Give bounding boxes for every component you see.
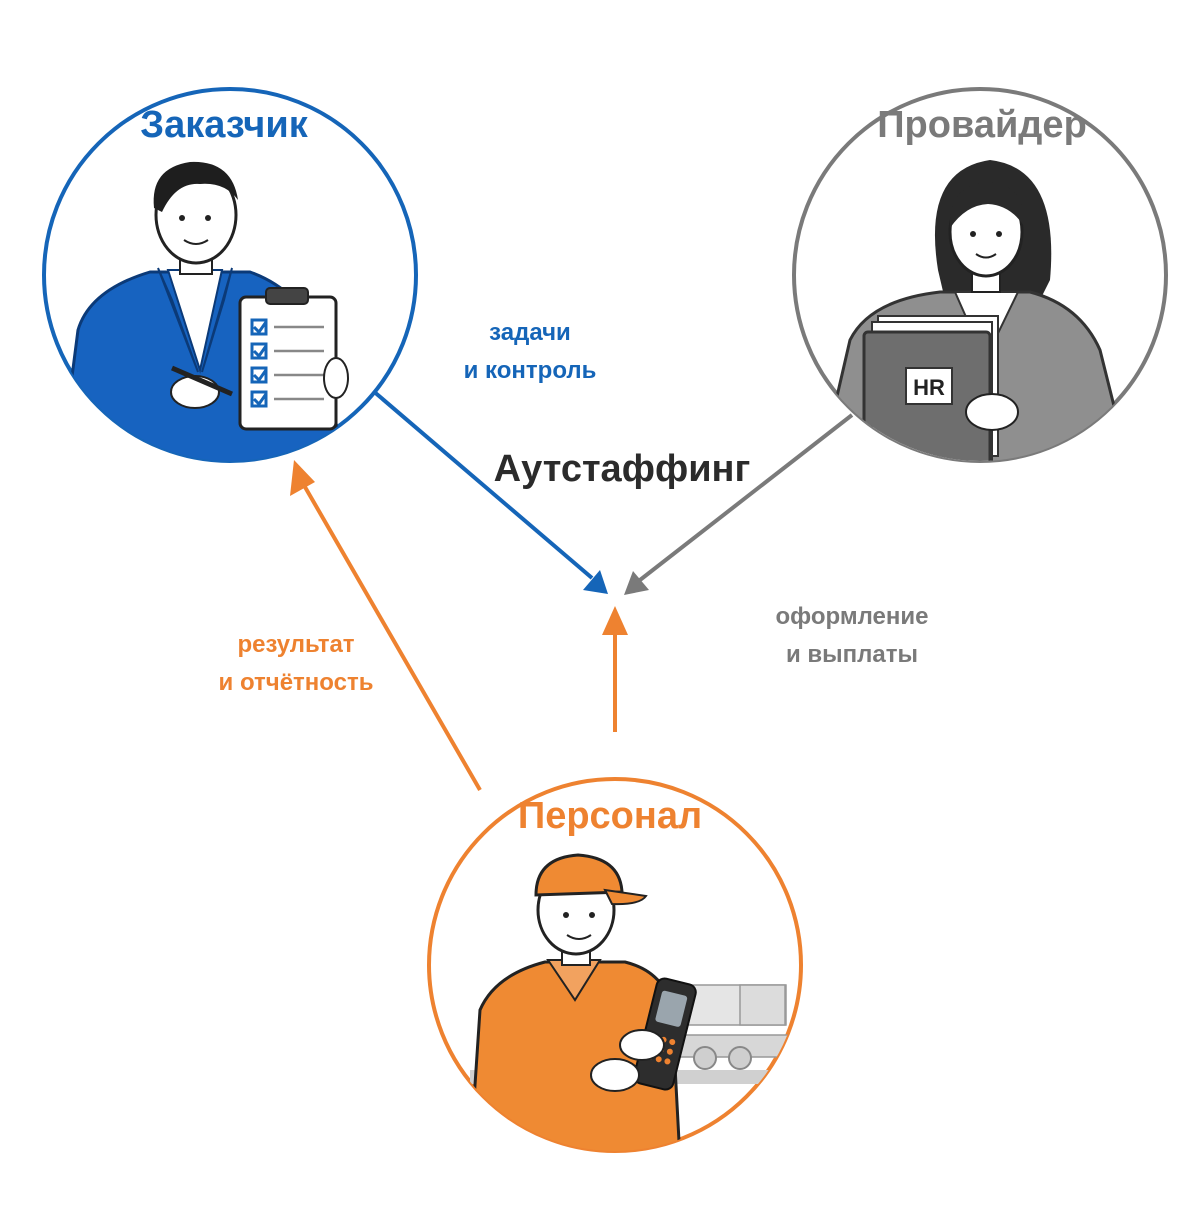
edge-label-line: результат xyxy=(237,631,355,658)
arrow-customer-to-center xyxy=(370,388,608,594)
edge-label-line: и отчётность xyxy=(218,669,374,696)
edge-label-line: оформление xyxy=(775,603,929,630)
staff-label: Персонал xyxy=(517,795,703,837)
edge-label-registration-payments: оформление и выплаты xyxy=(776,598,929,674)
edge-label-line: и выплаты xyxy=(785,641,919,668)
customer-label: Заказчик xyxy=(140,104,308,146)
arrow-staff-to-customer xyxy=(290,460,482,792)
worker-with-scanner-icon xyxy=(468,853,791,1151)
edge-label-line: задачи xyxy=(489,319,571,346)
customer-node xyxy=(42,87,418,463)
arrow-provider-to-center xyxy=(624,413,854,595)
hr-manager-with-folder-icon: HR xyxy=(818,160,1132,461)
edge-label-results-reporting: результат и отчётность xyxy=(219,626,374,702)
edge-label-tasks-control: задачи и контроль xyxy=(464,314,597,390)
provider-node: HR xyxy=(792,87,1168,463)
diagram-title: Аутстаффинг xyxy=(493,448,751,490)
businessman-with-clipboard-icon xyxy=(58,161,349,461)
edge-label-line: и контроль xyxy=(463,357,597,384)
arrow-staff-to-center xyxy=(602,606,628,732)
provider-label: Провайдер xyxy=(877,104,1087,146)
staff-node xyxy=(427,777,803,1153)
folder-badge: HR xyxy=(913,375,945,400)
